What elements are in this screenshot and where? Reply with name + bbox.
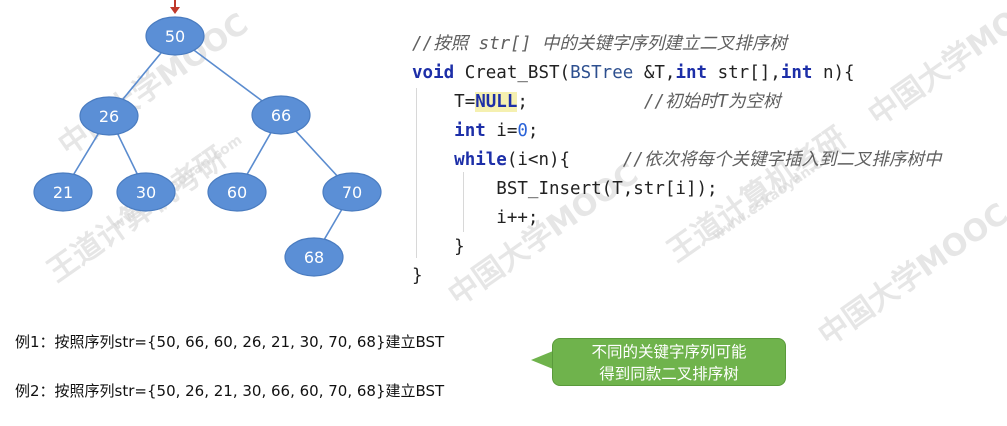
tree-node-label: 66 [271, 106, 291, 125]
callout-line-2: 得到同款二叉排序树 [599, 365, 739, 383]
code-signature-line: void Creat_BST(BSTree &T,int str[],int n… [412, 63, 855, 83]
tree-node-label: 21 [53, 183, 73, 202]
code-insert-line: BST_Insert(T,str[i]); [496, 179, 718, 199]
bst-diagram: 50 26 66 21 30 60 70 68 [33, 0, 382, 277]
tree-node-30: 30 [116, 172, 176, 212]
tree-node-21: 21 [33, 172, 93, 212]
callout-line-1: 不同的关键字序列可能 [591, 343, 747, 361]
code-while-line: while(i<n){ //依次将每个关键字插入到二叉排序树中 [454, 150, 942, 170]
indent-guide [416, 88, 417, 258]
tree-node-68: 68 [284, 237, 344, 277]
code-close-while: } [454, 237, 465, 257]
tree-node-50: 50 [145, 16, 205, 56]
code-increment-line: i++; [496, 208, 539, 228]
example-1: 例1：按照序列str={50, 66, 60, 26, 21, 30, 70, … [15, 333, 445, 351]
tree-node-26: 26 [79, 96, 139, 136]
tree-node-label: 26 [99, 107, 119, 126]
code-block: //按照 str[] 中的关键字序列建立二叉排序树 void Creat_BST… [412, 30, 941, 291]
tree-edges [62, 35, 353, 258]
tree-node-60: 60 [207, 172, 267, 212]
example-2: 例2：按照序列str={50, 26, 21, 30, 66, 60, 70, … [15, 382, 445, 400]
tree-node-label: 50 [165, 27, 185, 46]
pointer-arrow-icon [170, 0, 180, 14]
callout-note: 不同的关键字序列可能 得到同款二叉排序树 [552, 338, 786, 386]
code-close-func: } [412, 266, 423, 286]
tree-node-label: 30 [136, 183, 156, 202]
tree-node-label: 68 [304, 248, 324, 267]
tree-node-70: 70 [322, 172, 382, 212]
indent-guide [463, 172, 464, 232]
code-int-line: int i=0; [454, 121, 539, 141]
tree-nodes: 50 26 66 21 30 60 70 68 [33, 16, 382, 277]
tree-node-label: 60 [227, 183, 247, 202]
tree-node-label: 70 [342, 183, 362, 202]
tree-node-66: 66 [251, 95, 311, 135]
callout-tail [531, 351, 553, 369]
code-init-line: T=NULL; //初始时T为空树 [454, 92, 781, 112]
code-comment-line: //按照 str[] 中的关键字序列建立二叉排序树 [412, 34, 787, 54]
